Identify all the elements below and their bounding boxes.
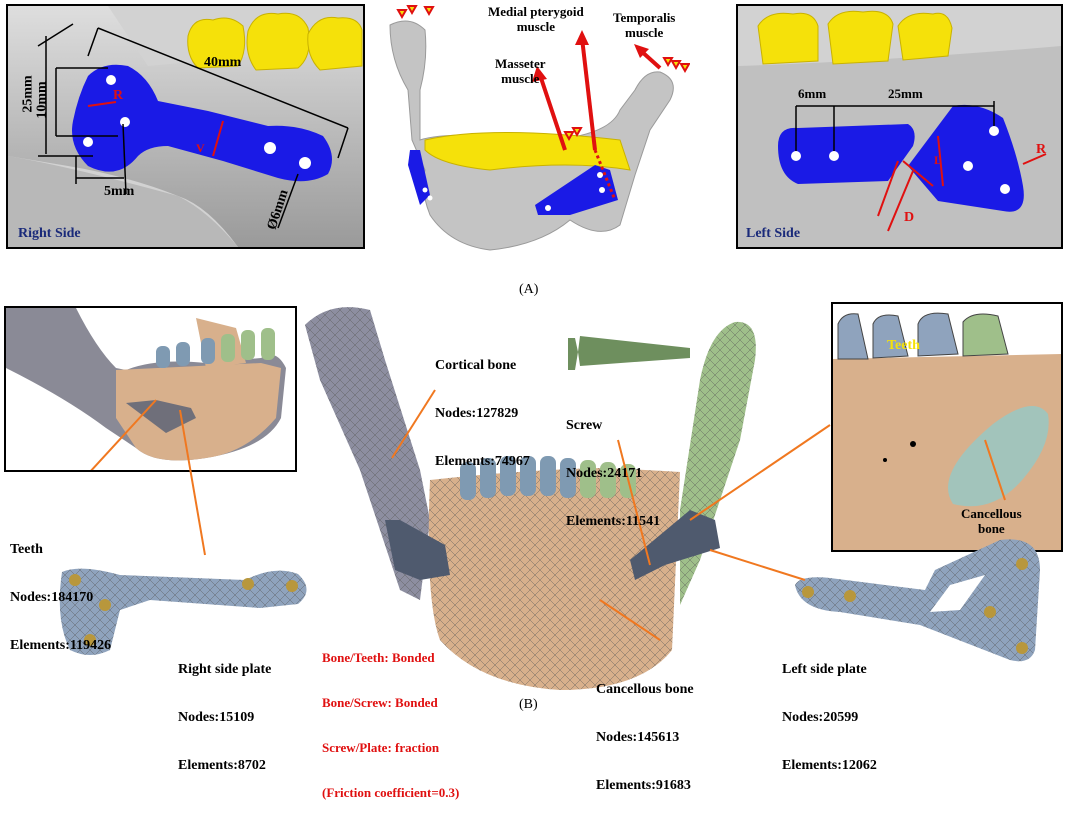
cancellous-nodes: Nodes:145613 — [596, 730, 680, 745]
mark-r-right: R — [113, 88, 124, 103]
dim-6mm-left: 6mm — [798, 86, 827, 101]
right-plate-name: Right side plate — [178, 662, 272, 677]
mark-l: L — [934, 153, 943, 167]
mandible-center: Medial pterygoid muscle Temporalis muscl… — [370, 0, 690, 260]
label-masseter: Masseter muscle — [495, 56, 546, 86]
teeth-name: Teeth — [10, 542, 43, 557]
label-medial-pterygoid: Medial pterygoid muscle — [488, 4, 584, 34]
left-side-panel: 6mm 25mm L R D Left Side — [736, 4, 1063, 249]
teeth-elements: Elements:119426 — [10, 638, 112, 653]
teeth-label: Teeth Nodes:184170 Elements:119426 — [10, 510, 111, 670]
cancellous-elements: Elements:91683 — [596, 778, 691, 793]
contact-line-1: Bone/Teeth: Bonded — [322, 650, 435, 665]
contacts-note: Bone/Teeth: Bonded Bone/Screw: Bonded Sc… — [322, 620, 459, 815]
caption-a: (A) — [519, 282, 539, 297]
cancellous-label: Cancellous bone Nodes:145613 Elements:91… — [596, 650, 694, 810]
dim-40mm: 40mm — [204, 55, 242, 70]
dim-25mm-left: 25mm — [888, 86, 923, 101]
mark-r-left: R — [1036, 142, 1047, 157]
mandible-drawing — [389, 5, 690, 251]
right-side-title: Right Side — [18, 226, 81, 241]
right-plate-elements: Elements:8702 — [178, 758, 266, 773]
left-plate-label: Left side plate Nodes:20599 Elements:120… — [782, 630, 877, 790]
inset-cancellous-label: Cancellous bone — [961, 506, 1022, 536]
cortical-label: Cortical bone Nodes:127829 Elements:7496… — [435, 326, 530, 486]
cancellous-inset-drawing — [833, 312, 1061, 550]
mark-d: D — [904, 210, 915, 225]
screw-nodes: Nodes:24171 — [566, 466, 643, 481]
mark-v: V — [196, 141, 205, 155]
contact-line-2: Bone/Screw: Bonded — [322, 695, 438, 710]
teeth-nodes: Nodes:184170 — [10, 590, 94, 605]
contact-line-4: (Friction coefficient=0.3) — [322, 785, 460, 800]
teeth-inset-drawing — [6, 308, 286, 470]
cancellous-inset: Teeth Cancellous bone — [831, 302, 1063, 552]
left-side-drawing — [738, 6, 1061, 247]
teeth-inset — [4, 306, 297, 472]
cortical-name: Cortical bone — [435, 358, 517, 373]
left-side-title: Left Side — [746, 226, 801, 241]
right-side-drawing — [8, 6, 363, 247]
right-side-panel: 40mm 25mm 10mm 5mm Ø6mm R V Right Side — [6, 4, 365, 249]
cortical-nodes: Nodes:127829 — [435, 406, 519, 421]
right-plate-label: Right side plate Nodes:15109 Elements:87… — [178, 630, 271, 790]
screw-elements: Elements:11541 — [566, 514, 661, 529]
screw-shape — [568, 336, 690, 370]
right-plate-nodes: Nodes:15109 — [178, 710, 255, 725]
dim-10mm: 10mm — [34, 81, 50, 119]
screw-name: Screw — [566, 418, 603, 433]
contact-line-3: Screw/Plate: fraction — [322, 740, 440, 755]
left-plate-elements: Elements:12062 — [782, 758, 877, 773]
label-temporalis: Temporalis muscle — [613, 10, 676, 40]
inset-teeth-label: Teeth — [887, 338, 920, 353]
dim-5mm: 5mm — [104, 184, 135, 199]
cancellous-name: Cancellous bone — [596, 682, 694, 697]
caption-b: (B) — [519, 697, 538, 712]
screw-label: Screw Nodes:24171 Elements:11541 — [566, 386, 660, 546]
cortical-elements: Elements:74967 — [435, 454, 530, 469]
left-plate-nodes: Nodes:20599 — [782, 710, 859, 725]
left-plate-name: Left side plate — [782, 662, 867, 677]
